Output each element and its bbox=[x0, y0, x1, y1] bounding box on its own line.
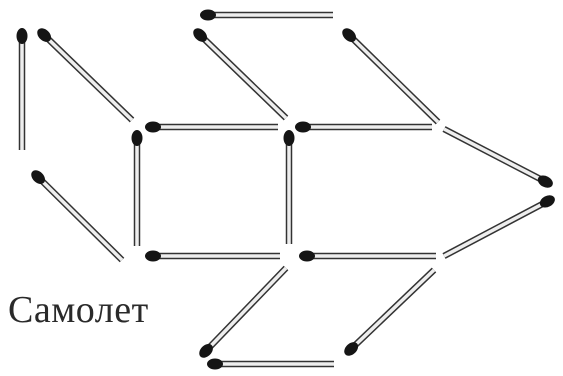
matchstick bbox=[444, 193, 557, 256]
matchstick bbox=[444, 129, 555, 190]
matchstick-body bbox=[347, 33, 438, 122]
matchstick bbox=[284, 130, 295, 244]
matchstick-body bbox=[444, 200, 550, 256]
matchstick-body bbox=[198, 33, 286, 118]
matchstick bbox=[340, 26, 438, 122]
match-head bbox=[145, 251, 161, 262]
matchstick-body bbox=[42, 33, 132, 120]
matchstick bbox=[35, 26, 132, 120]
match-head bbox=[295, 122, 311, 133]
matchstick bbox=[197, 268, 286, 360]
matchstick bbox=[207, 359, 334, 370]
match-head bbox=[17, 28, 28, 44]
match-head bbox=[299, 251, 315, 262]
matchstick-body bbox=[444, 129, 548, 183]
matchstick bbox=[191, 26, 286, 118]
matchstick-body bbox=[204, 268, 286, 353]
match-head bbox=[200, 10, 216, 21]
matchstick bbox=[200, 10, 333, 21]
matchstick bbox=[342, 270, 434, 358]
matchstick bbox=[145, 251, 280, 262]
matchstick-body bbox=[36, 175, 122, 260]
match-head bbox=[284, 130, 295, 146]
matchstick bbox=[295, 122, 432, 133]
matchstick bbox=[145, 122, 278, 133]
match-head bbox=[145, 122, 161, 133]
matchstick bbox=[29, 168, 122, 260]
matchstick bbox=[17, 28, 28, 150]
matchstick bbox=[132, 130, 143, 246]
match-head bbox=[132, 130, 143, 146]
matchstick bbox=[299, 251, 436, 262]
matchstick-body bbox=[349, 270, 434, 351]
match-head bbox=[207, 359, 223, 370]
figure-caption: Самолет bbox=[8, 288, 149, 332]
